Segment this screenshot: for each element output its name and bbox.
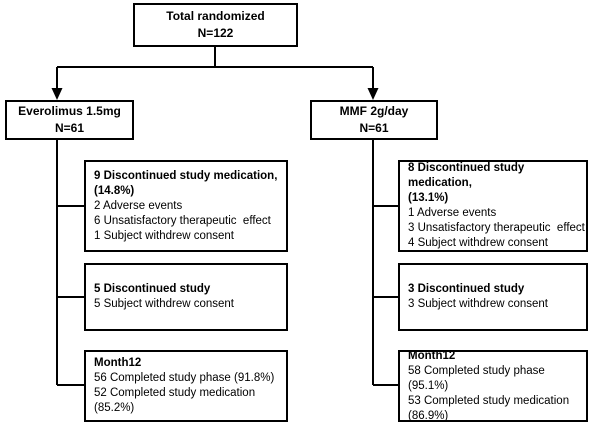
mmf-disc-med-reason-2: 3 Unsatisfactory therapeutic effect <box>408 222 585 234</box>
node-everolimus-month12: Month12 56 Completed study phase (91.8%)… <box>84 350 288 422</box>
node-mmf-discontinued-medication: 8 Discontinued study medication, (13.1%)… <box>398 160 588 252</box>
arm-everolimus-line2: N=61 <box>54 121 85 135</box>
mmf-month12-line-1: 58 Completed study phase (95.1%) <box>408 364 549 392</box>
total-randomized-line1: Total randomized <box>166 9 265 23</box>
mmf-disc-med-heading: 8 Discontinued study medication, <box>408 162 528 189</box>
node-arm-mmf: MMF 2g/day N=61 <box>310 100 438 140</box>
everolimus-month12-heading: Month12 <box>94 357 142 369</box>
everolimus-disc-med-reason-3: 1 Subject withdrew consent <box>94 229 234 242</box>
node-arm-everolimus: Everolimus 1.5mg N=61 <box>5 100 134 140</box>
arrowhead-right <box>367 88 379 100</box>
mmf-month12-line-3: (86.9%) <box>408 409 449 422</box>
everolimus-disc-med-reason-2: 6 Unsatisfactory therapeutic effect <box>94 214 271 227</box>
arrowhead-left <box>51 88 63 100</box>
arm-everolimus-line1: Everolimus 1.5mg <box>18 104 121 118</box>
mmf-disc-study-heading: 3 Discontinued study <box>408 283 525 295</box>
everolimus-disc-med-reason-1: 2 Adverse events <box>94 199 183 212</box>
everolimus-disc-med-percent: (14.8%) <box>94 184 135 197</box>
total-randomized-line2: N=122 <box>197 26 234 40</box>
node-mmf-month12: Month12 58 Completed study phase (95.1%)… <box>398 350 588 422</box>
arm-mmf-line1: MMF 2g/day <box>339 104 409 118</box>
everolimus-month12-line-1: 56 Completed study phase (91.8%) <box>94 372 275 384</box>
node-everolimus-discontinued-medication: 9 Discontinued study medication, (14.8%)… <box>84 160 288 252</box>
everolimus-disc-study-heading: 5 Discontinued study <box>94 283 211 295</box>
everolimus-month12-line-3: (85.2%) <box>94 402 135 414</box>
everolimus-disc-med-heading: 9 Discontinued study medication, <box>94 169 278 182</box>
mmf-disc-med-percent: (13.1%) <box>408 192 449 204</box>
everolimus-month12-line-2: 52 Completed study medication <box>94 387 256 399</box>
node-everolimus-discontinued-study: 5 Discontinued study 5 Subject withdrew … <box>84 263 288 331</box>
arm-mmf-line2: N=61 <box>359 121 389 135</box>
mmf-disc-med-reason-1: 1 Adverse events <box>408 207 497 219</box>
node-total-randomized: Total randomized N=122 <box>133 3 298 47</box>
mmf-disc-med-reason-3: 4 Subject withdrew consent <box>408 237 548 249</box>
mmf-month12-line-2: 53 Completed study medication <box>408 394 570 407</box>
everolimus-disc-study-reason-1: 5 Subject withdrew consent <box>94 298 234 310</box>
node-mmf-discontinued-study: 3 Discontinued study 3 Subject withdrew … <box>398 263 588 331</box>
mmf-month12-heading: Month12 <box>408 349 456 362</box>
mmf-disc-study-reason-1: 3 Subject withdrew consent <box>408 298 548 310</box>
